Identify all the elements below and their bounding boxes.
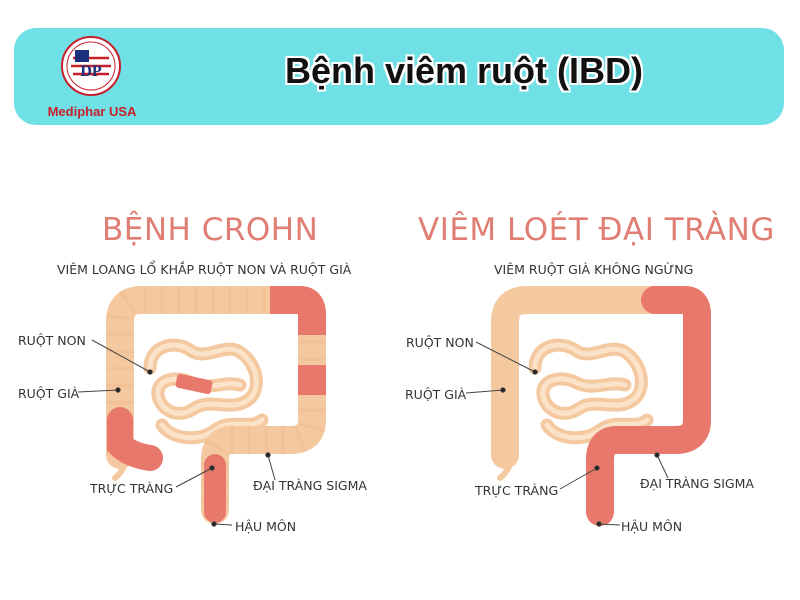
uc-label-sigmoid: ĐẠI TRÀNG SIGMA — [640, 476, 754, 491]
crohn-diagram — [77, 286, 326, 527]
crohn-subtitle: VIÊM LOANG LỔ KHẮP RUỘT NON VÀ RUỘT GIÀ — [57, 262, 352, 277]
crohn-label-anus: HẬU MÔN — [235, 519, 297, 534]
uc-label-large-intestine: RUỘT GIÀ — [405, 387, 467, 402]
crohn-label-rectum: TRỰC TRÀNG — [90, 481, 174, 496]
crohn-label-small-intestine: RUỘT NON — [18, 333, 86, 348]
logo-text: Mediphar USA — [47, 104, 137, 119]
uc-label-small-intestine: RUỘT NON — [406, 335, 474, 350]
uc-title: VIÊM LOÉT ĐẠI TRÀNG — [418, 212, 775, 248]
crohn-title: BỆNH CROHN — [102, 212, 319, 248]
svg-text:DP: DP — [80, 63, 102, 80]
crohn-label-sigmoid: ĐẠI TRÀNG SIGMA — [253, 478, 367, 493]
logo-emblem-icon: DP — [61, 36, 121, 96]
crohn-label-large-intestine: RUỘT GIÀ — [18, 386, 80, 401]
uc-label-anus: HẬU MÔN — [621, 519, 683, 534]
uc-label-rectum: TRỰC TRÀNG — [475, 483, 559, 498]
header-banner: DP Mediphar USA Bệnh viêm ruột (IBD) — [14, 28, 784, 125]
mediphar-logo: DP Mediphar USA — [32, 36, 142, 122]
uc-diagram — [465, 286, 711, 527]
uc-subtitle: VIÊM RUỘT GIÀ KHÔNG NGỪNG — [494, 262, 694, 277]
page-title: Bệnh viêm ruột (IBD) — [284, 50, 643, 91]
